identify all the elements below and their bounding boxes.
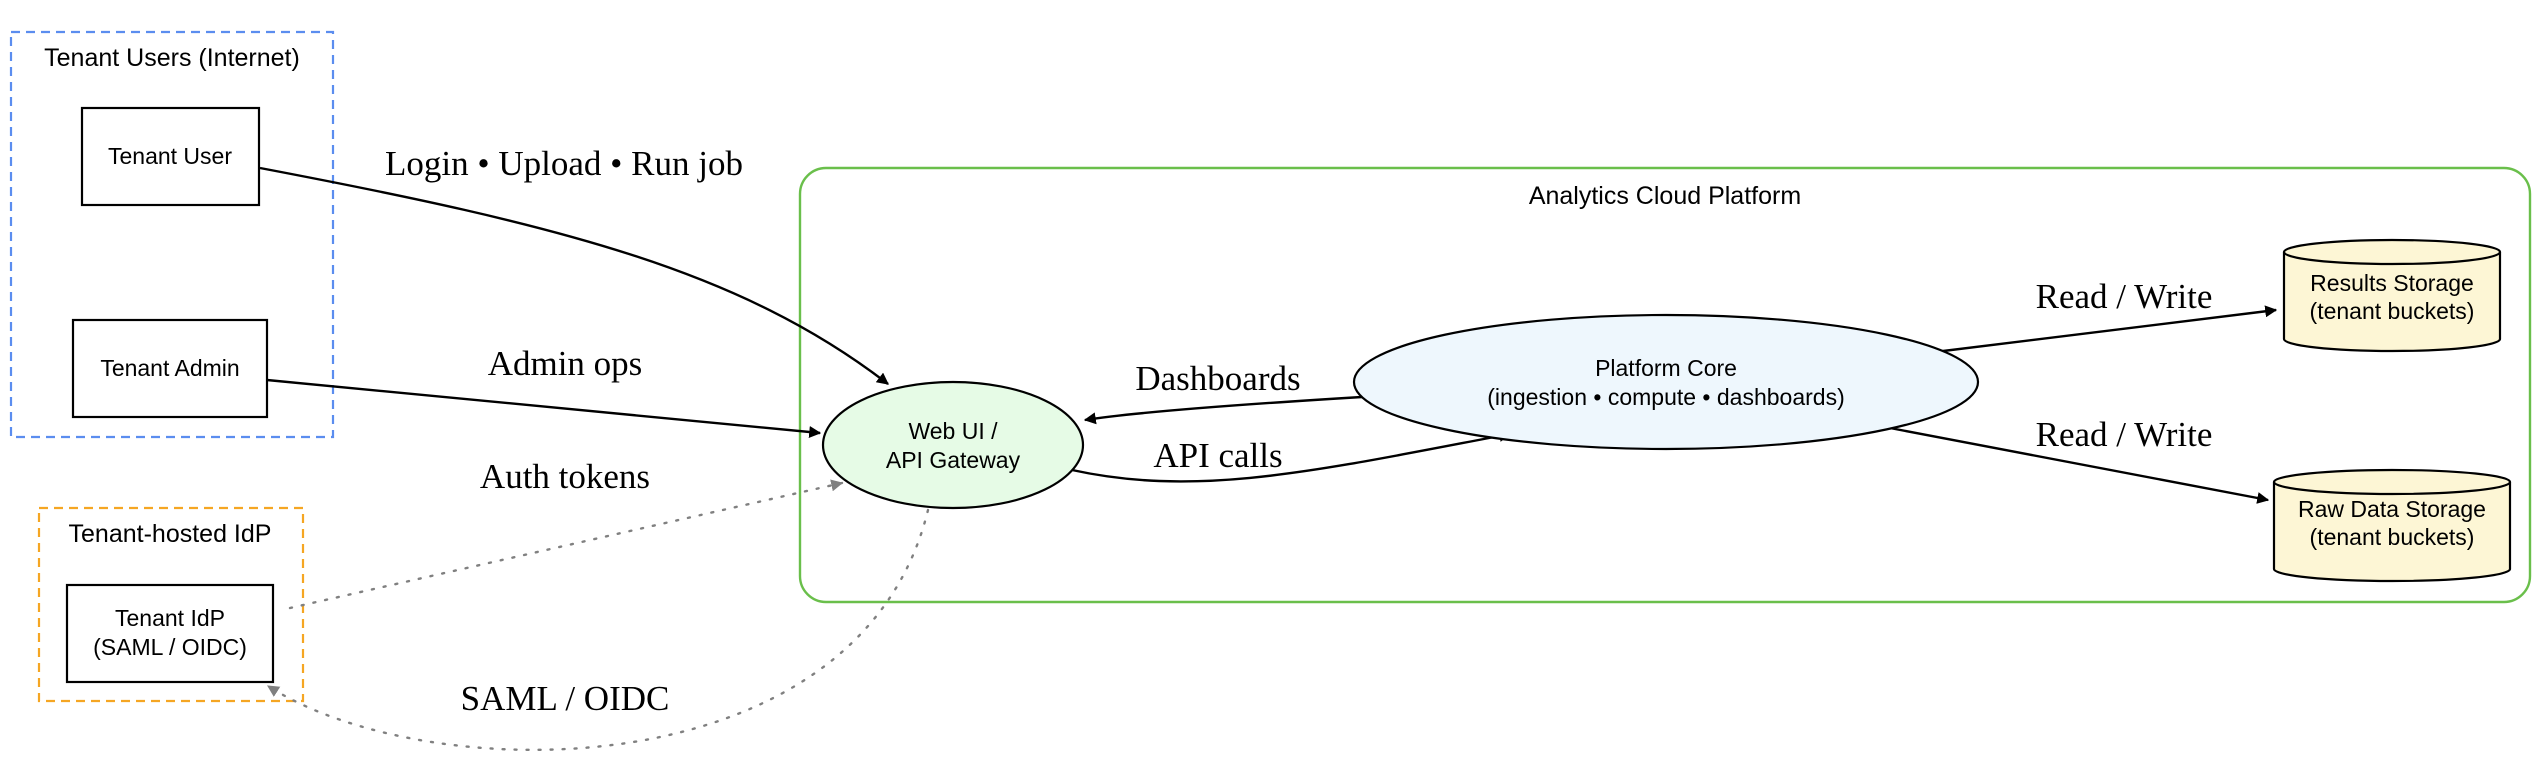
edge-admin-to-gateway-line <box>266 378 822 438</box>
node-tenant-idp-label-line2: (SAML / OIDC) <box>93 634 247 660</box>
cluster-tenant-users-border <box>9 30 335 439</box>
node-results-storage-label-line1: Results Storage <box>2310 270 2474 296</box>
cluster-tenant-users: Tenant Users (Internet) <box>9 30 335 439</box>
edge-gateway-to-idp-label: SAML / OIDC <box>461 679 670 718</box>
node-gateway-label-line2: API Gateway <box>886 447 1021 473</box>
node-raw-storage[interactable]: Raw Data Storage (tenant buckets) <box>2272 468 2512 583</box>
node-tenant-idp[interactable]: Tenant IdP (SAML / OIDC) <box>65 583 275 684</box>
edge-admin-to-gateway-label: Admin ops <box>488 344 643 383</box>
edge-idp-to-gateway-label: Auth tokens <box>480 457 650 496</box>
edge-core-to-raw-line <box>1889 426 2270 504</box>
edge-admin-to-gateway: Admin ops <box>266 344 822 438</box>
node-platform-core-label-line2: (ingestion • compute • dashboards) <box>1487 384 1844 410</box>
edge-gateway-to-core: API calls <box>1071 430 1512 483</box>
node-gateway-ellipse[interactable] <box>821 380 1085 510</box>
edge-core-to-results-line <box>1934 305 2278 354</box>
edge-gateway-to-core-label: API calls <box>1153 436 1282 475</box>
edge-user-to-gateway: Login • Upload • Run job <box>259 144 889 385</box>
edge-core-to-results-label: Read / Write <box>2036 277 2213 316</box>
edge-idp-to-gateway: Auth tokens <box>288 457 844 610</box>
node-platform-core-ellipse[interactable] <box>1352 313 1980 451</box>
node-gateway-label-line1: Web UI / <box>908 418 998 444</box>
cluster-platform: Analytics Cloud Platform <box>798 166 2532 604</box>
node-tenant-idp-label-line1: Tenant IdP <box>115 605 225 631</box>
edge-core-to-results: Read / Write <box>1934 277 2278 354</box>
edge-core-to-gateway-line <box>1083 395 1363 425</box>
edge-user-to-gateway-label: Login • Upload • Run job <box>385 144 743 183</box>
node-results-storage[interactable]: Results Storage (tenant buckets) <box>2282 238 2502 353</box>
node-gateway[interactable]: Web UI / API Gateway <box>821 380 1085 510</box>
edge-gateway-to-idp-line <box>266 508 930 752</box>
node-raw-storage-cylinder[interactable] <box>2272 468 2512 583</box>
cluster-tenant-users-label: Tenant Users (Internet) <box>44 44 300 72</box>
node-tenant-admin[interactable]: Tenant Admin <box>71 318 269 419</box>
node-results-storage-rim <box>2282 251 2502 266</box>
node-tenant-admin-label: Tenant Admin <box>100 355 239 381</box>
edge-core-to-gateway: Dashboards <box>1083 359 1363 425</box>
node-raw-storage-label-line1: Raw Data Storage <box>2298 496 2486 522</box>
node-tenant-user-box[interactable] <box>80 106 261 207</box>
cluster-platform-label: Analytics Cloud Platform <box>1529 182 1801 210</box>
node-raw-storage-rim <box>2272 481 2512 496</box>
node-tenant-user[interactable]: Tenant User <box>80 106 261 207</box>
edge-idp-to-gateway-line <box>288 479 844 610</box>
edge-gateway-to-idp: SAML / OIDC <box>266 508 930 752</box>
node-tenant-user-label: Tenant User <box>108 143 232 169</box>
node-tenant-admin-box[interactable] <box>71 318 269 419</box>
cluster-platform-border <box>798 166 2532 604</box>
node-results-storage-cylinder[interactable] <box>2282 238 2502 353</box>
node-tenant-idp-box[interactable] <box>65 583 275 684</box>
node-platform-core[interactable]: Platform Core (ingestion • compute • das… <box>1352 313 1980 451</box>
edge-core-to-gateway-label: Dashboards <box>1135 359 1300 398</box>
edge-gateway-to-core-line <box>1071 430 1512 483</box>
node-raw-storage-label-line2: (tenant buckets) <box>2310 524 2475 550</box>
edge-user-to-gateway-line <box>259 166 889 385</box>
cluster-idp-label: Tenant-hosted IdP <box>69 520 272 548</box>
node-platform-core-label-line1: Platform Core <box>1595 355 1737 381</box>
node-results-storage-label-line2: (tenant buckets) <box>2310 298 2475 324</box>
edge-core-to-raw: Read / Write <box>1889 415 2270 504</box>
edge-core-to-raw-label: Read / Write <box>2036 415 2213 454</box>
